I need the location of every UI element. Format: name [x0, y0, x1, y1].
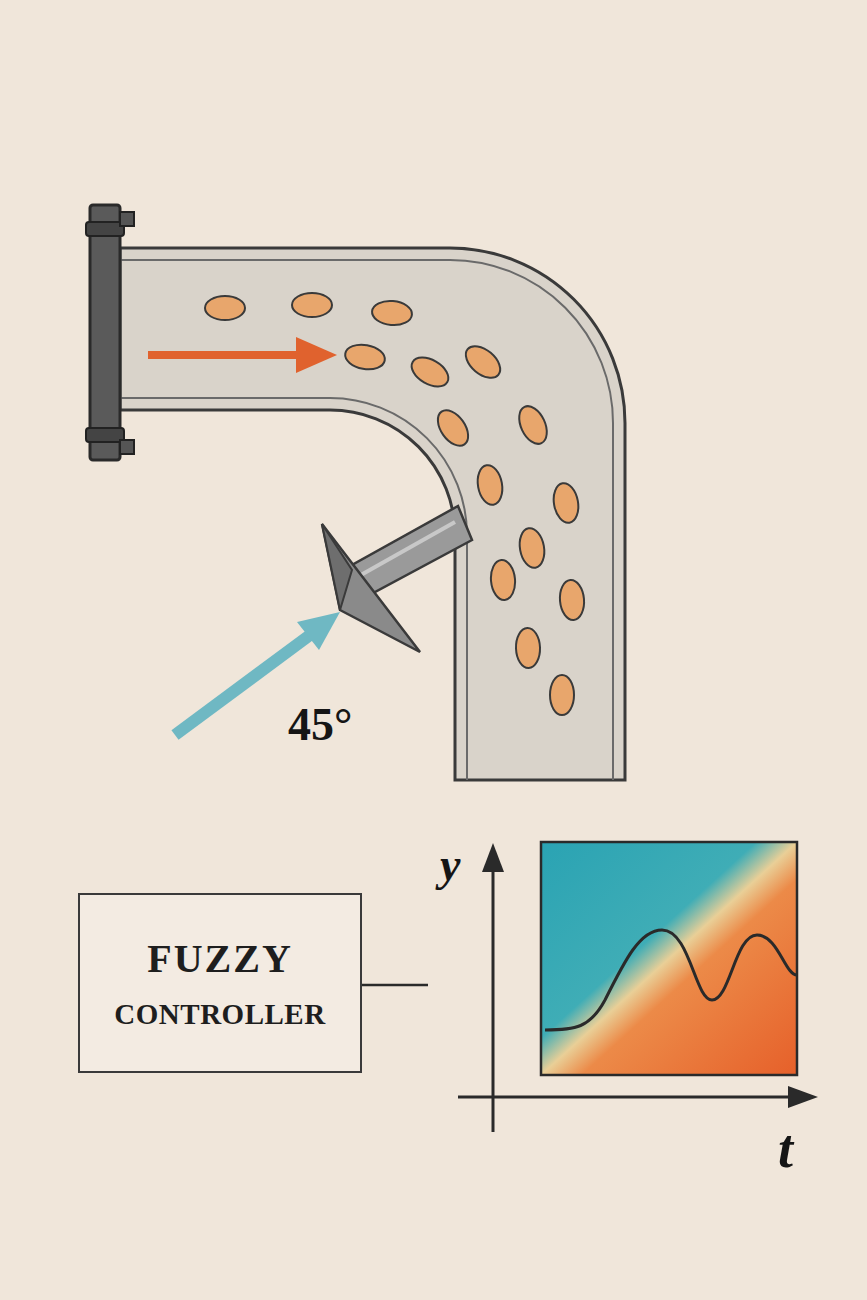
pipe-bend [120, 248, 625, 780]
angle-label: 45° [288, 702, 352, 748]
particle [343, 342, 387, 373]
signal-wire [362, 984, 428, 987]
axis-label: y [440, 842, 460, 888]
nozzle-highlight [352, 522, 455, 580]
flange-bolt [86, 222, 124, 236]
flange [90, 205, 120, 460]
controller-label: CONTROLLER [114, 997, 325, 1032]
particle [558, 579, 585, 621]
particle [550, 675, 574, 715]
t-axis [458, 1096, 790, 1099]
flange-bolt [120, 440, 134, 454]
flow-arrow [148, 351, 300, 359]
particle [432, 405, 475, 452]
y-axis [492, 870, 495, 1132]
heatmap-panel [541, 842, 797, 1075]
particle [407, 352, 454, 393]
particle [489, 559, 516, 601]
y-axis-head [482, 843, 504, 872]
nozzle-cap-face [322, 524, 352, 610]
particle [371, 299, 413, 326]
particle [514, 402, 553, 448]
particle [517, 526, 548, 570]
particle [292, 293, 332, 317]
nozzle-cap [322, 524, 420, 652]
t-axis-head [788, 1086, 818, 1108]
particle [551, 481, 582, 525]
flange-bolt [86, 428, 124, 442]
flow-arrow-head [296, 337, 337, 373]
controller-label: FUZZY [147, 935, 293, 983]
jet-arrow-head [297, 612, 340, 650]
flange-bolt [120, 212, 134, 226]
pipe-liner [120, 398, 467, 780]
controller-box: FUZZY CONTROLLER [78, 893, 362, 1073]
particle [515, 628, 540, 669]
particle [205, 296, 245, 320]
axis-label: t [778, 1122, 793, 1176]
particle [475, 463, 506, 507]
pipe-liner [120, 260, 613, 780]
response-curve [545, 930, 797, 1030]
particle [460, 340, 506, 384]
